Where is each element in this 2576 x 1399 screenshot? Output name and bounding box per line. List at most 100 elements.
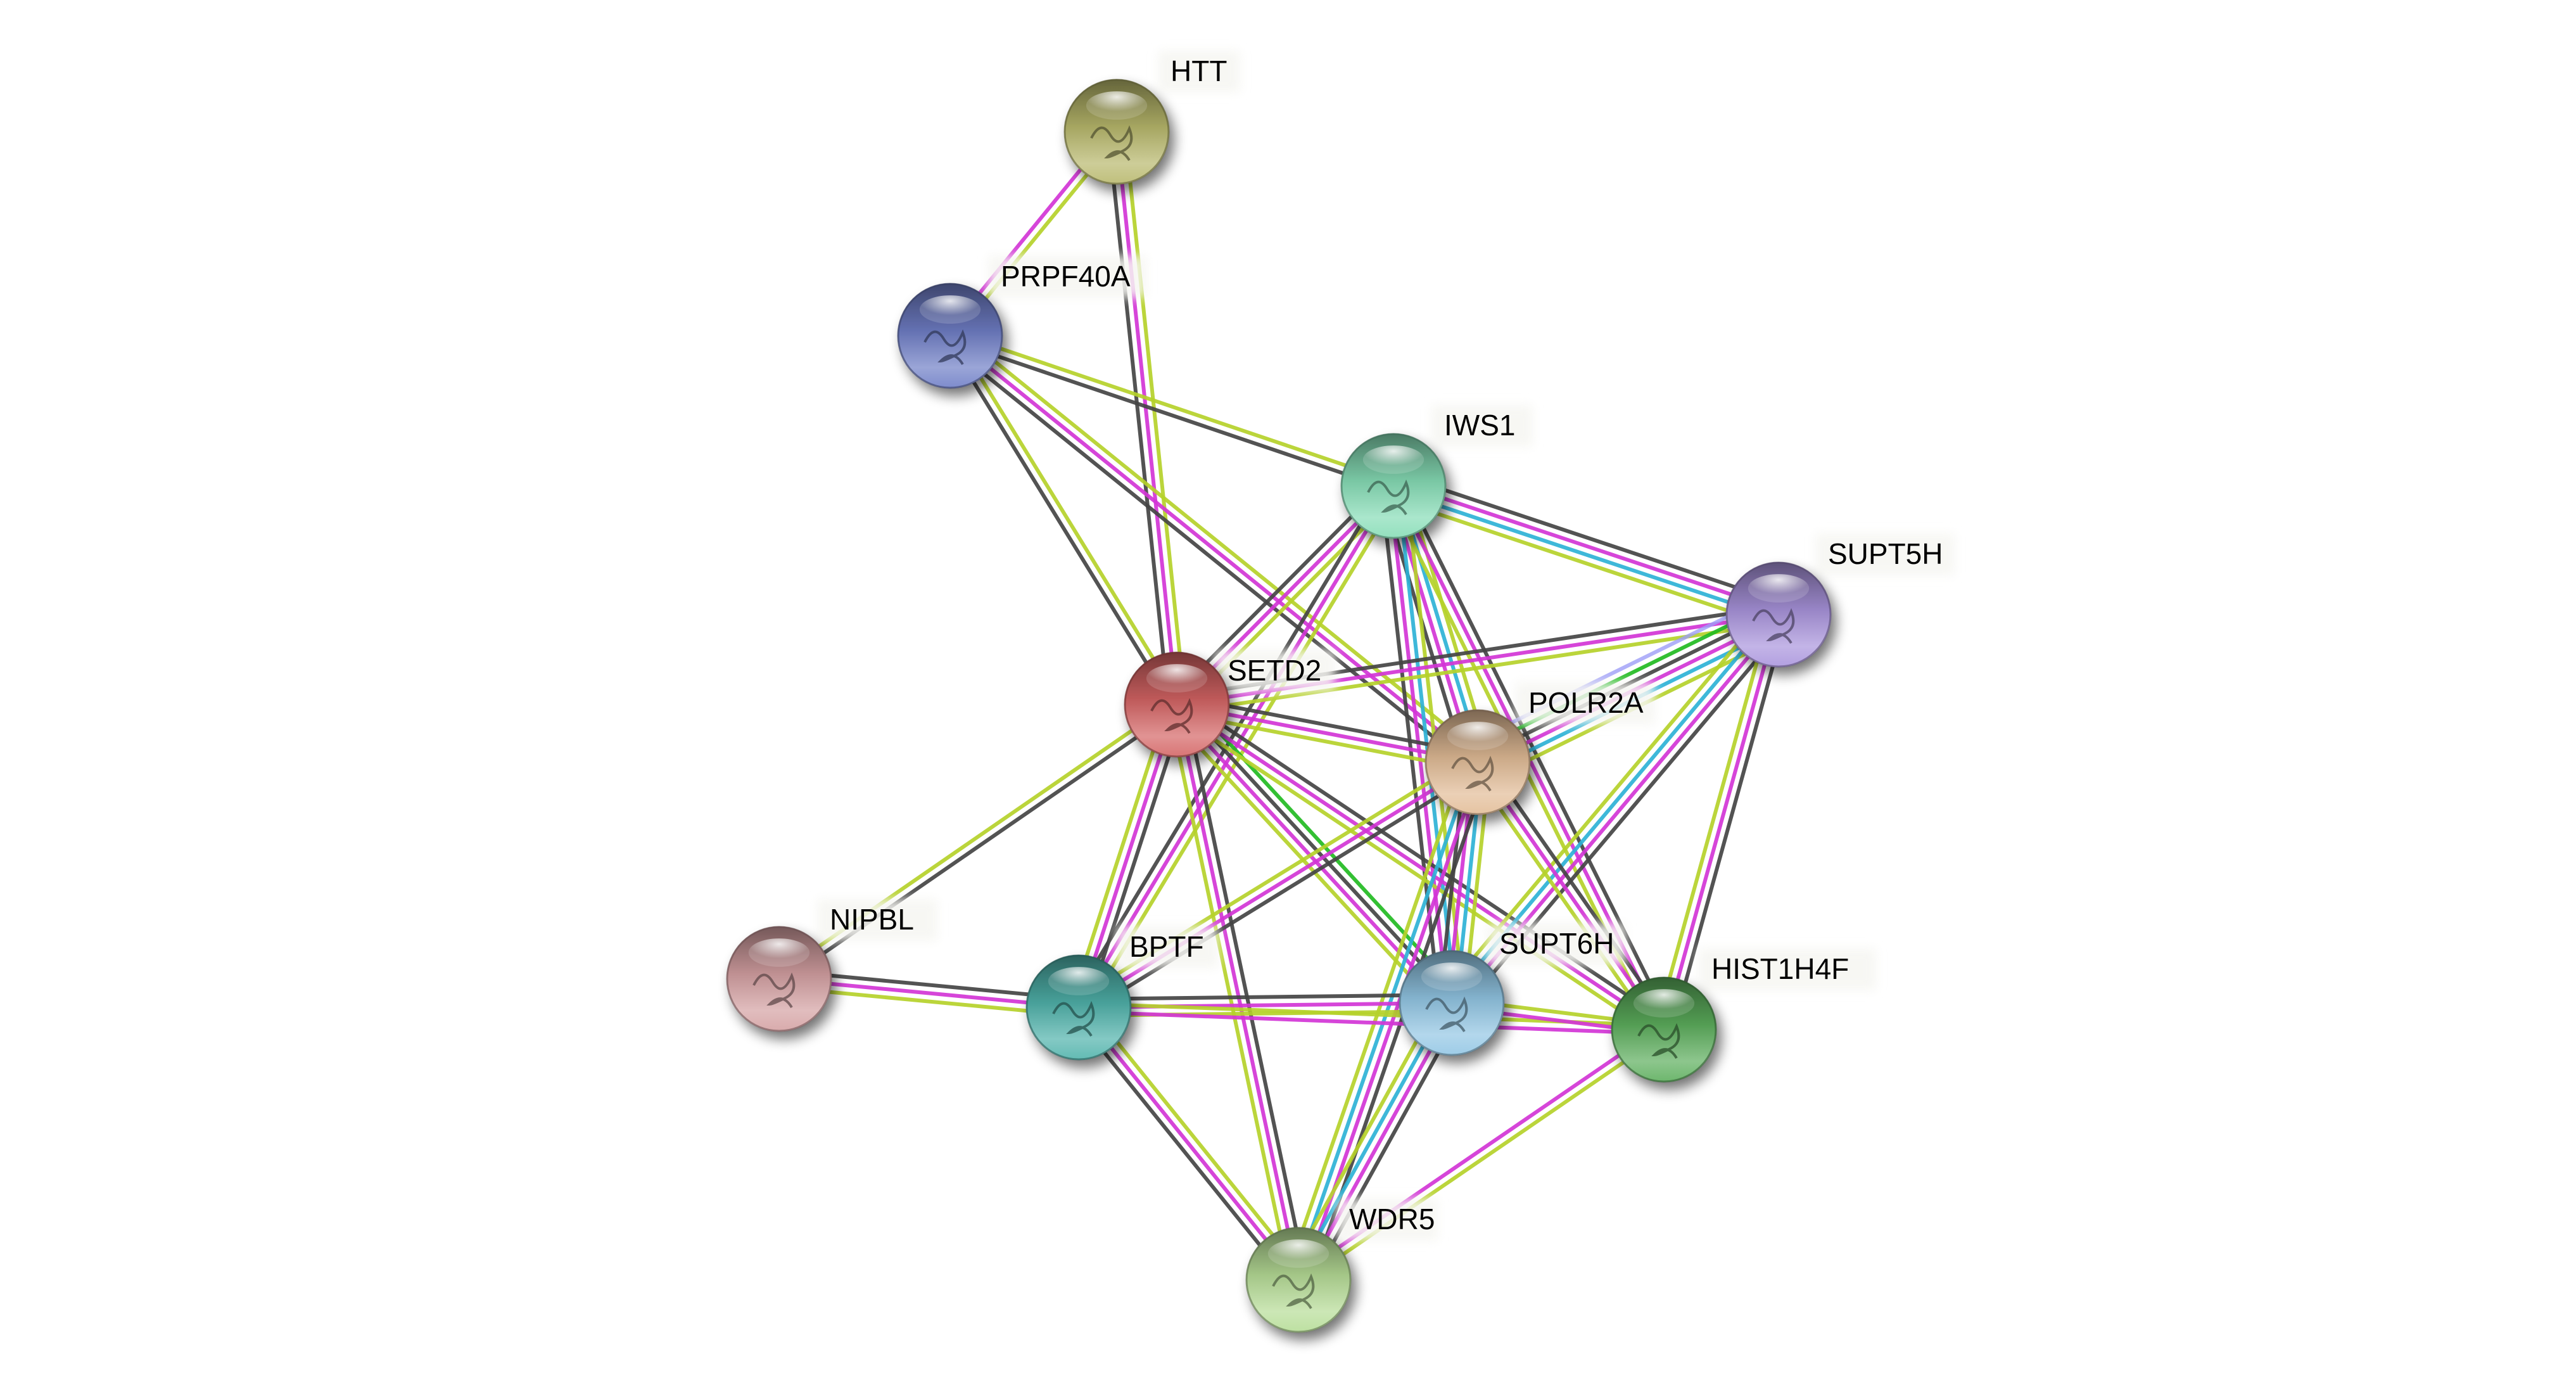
node-rim: [1424, 709, 1531, 815]
edge-line-mg: [1175, 704, 1300, 1281]
edge-line-bk: [1399, 481, 1673, 1027]
node-nipbl[interactable]: [726, 926, 832, 1032]
edge-iws1-supt5h[interactable]: [1388, 472, 1784, 629]
edge-line-yg: [1299, 1031, 1668, 1285]
label-background: [817, 899, 937, 941]
edge-prpf40a-setd2[interactable]: [944, 333, 1183, 708]
edge-setd2-wdr5[interactable]: [1167, 702, 1309, 1282]
node-label-polr2a: POLR2A: [1516, 682, 1655, 724]
node-supt5h[interactable]: [1725, 561, 1832, 668]
node-gloss: [1362, 445, 1424, 474]
protein-structure-icon: [1150, 698, 1193, 734]
edge-bptf-wdr5[interactable]: [1070, 1000, 1307, 1287]
label-background: [1487, 923, 1626, 965]
edge-line-bk: [1670, 616, 1789, 1033]
node-htt[interactable]: [1063, 79, 1170, 185]
label-background: [988, 256, 1146, 298]
edge-line-mg: [1476, 761, 1666, 1031]
edge-prpf40a-iws1[interactable]: [948, 330, 1396, 492]
node-label-text: NIPBL: [830, 903, 914, 936]
node-rim: [1245, 1227, 1352, 1333]
edge-line-mg: [1077, 704, 1179, 1008]
node-gloss: [1633, 989, 1695, 1018]
edge-setd2-hist1h4f[interactable]: [1171, 696, 1670, 1038]
label-background: [1431, 405, 1533, 447]
edge-line-yg: [1469, 765, 1659, 1036]
edge-line-bk: [1180, 696, 1670, 1025]
edge-line-yg: [1069, 701, 1171, 1006]
edge-line-mg: [1662, 614, 1780, 1030]
nodes-layer: [726, 79, 1832, 1333]
node-gloss: [1748, 574, 1810, 603]
node-wdr5[interactable]: [1245, 1227, 1352, 1333]
node-label-text: IWS1: [1444, 409, 1515, 442]
node-label-text: WDR5: [1349, 1203, 1435, 1236]
edge-line-yg: [954, 328, 1485, 758]
node-label-wdr5: WDR5: [1336, 1199, 1438, 1241]
node-gloss: [1421, 962, 1483, 991]
node-hist1h4f[interactable]: [1611, 976, 1717, 1083]
node-gloss: [1146, 664, 1208, 693]
node-polr2a[interactable]: [1424, 709, 1531, 815]
node-gloss: [919, 295, 981, 324]
node-setd2[interactable]: [1124, 651, 1230, 758]
node-gloss: [1048, 967, 1110, 995]
node-label-text: HTT: [1171, 54, 1227, 87]
node-supt6h[interactable]: [1399, 950, 1505, 1056]
node-label-text: SETD2: [1228, 654, 1321, 687]
edge-htt-setd2[interactable]: [1107, 131, 1187, 706]
edge-line-yg: [1177, 620, 1780, 715]
node-rim: [897, 283, 1003, 389]
edge-supt6h-wdr5[interactable]: [1286, 996, 1464, 1287]
edge-line-bk: [1307, 1007, 1464, 1287]
edge-line-mg: [1077, 485, 1395, 1009]
edge-line-bk: [1397, 472, 1784, 605]
edge-line-bk: [1070, 1011, 1294, 1287]
node-label-prpf40a: PRPF40A: [988, 256, 1146, 298]
node-rim: [1399, 950, 1505, 1056]
label-background: [1336, 1199, 1438, 1241]
node-label-nipbl: NIPBL: [817, 899, 937, 941]
protein-structure-icon: [1052, 1000, 1095, 1037]
label-background: [1516, 682, 1655, 724]
node-label-iws1: IWS1: [1431, 405, 1533, 447]
edge-supt5h-hist1h4f[interactable]: [1654, 611, 1789, 1033]
edge-line-bk: [948, 338, 1393, 492]
node-label-text: SUPT5H: [1828, 537, 1943, 570]
edge-line-mg: [1115, 131, 1179, 705]
node-rim: [1124, 651, 1230, 758]
protein-structure-icon: [1752, 608, 1795, 644]
node-label-text: BPTF: [1129, 930, 1204, 963]
node-gloss: [1086, 91, 1148, 120]
node-gloss: [1267, 1239, 1329, 1268]
edge-prpf40a-polr2a[interactable]: [943, 328, 1485, 770]
node-gloss: [1447, 722, 1509, 750]
edge-line-cy: [1293, 760, 1476, 1279]
node-rim: [1025, 954, 1132, 1061]
node-label-hist1h4f: HIST1H4F: [1699, 949, 1876, 990]
protein-structure-icon: [1272, 1273, 1315, 1310]
edge-setd2-bptf[interactable]: [1069, 701, 1187, 1011]
node-bptf[interactable]: [1025, 954, 1132, 1061]
label-background: [1215, 650, 1335, 692]
edge-polr2a-hist1h4f[interactable]: [1469, 756, 1673, 1036]
edge-line-bk: [944, 336, 1176, 708]
edge-line-bk: [1107, 132, 1171, 706]
node-label-supt5h: SUPT5H: [1815, 533, 1955, 575]
edge-line-yg: [1285, 757, 1468, 1277]
node-gloss: [748, 938, 810, 967]
edge-line-yg: [1286, 996, 1443, 1275]
node-iws1[interactable]: [1340, 433, 1447, 539]
node-label-text: PRPF40A: [1001, 260, 1131, 293]
node-rim: [726, 926, 832, 1032]
node-label-htt: HTT: [1158, 51, 1240, 93]
node-prpf40a[interactable]: [897, 283, 1003, 389]
edge-line-mg: [1176, 703, 1665, 1032]
node-label-supt6h: SUPT6H: [1487, 923, 1626, 965]
edge-line-bk: [1183, 702, 1309, 1279]
node-rim: [1063, 79, 1170, 185]
edge-line-cy: [1391, 488, 1778, 621]
label-background: [1117, 926, 1218, 968]
protein-structure-icon: [923, 329, 967, 366]
